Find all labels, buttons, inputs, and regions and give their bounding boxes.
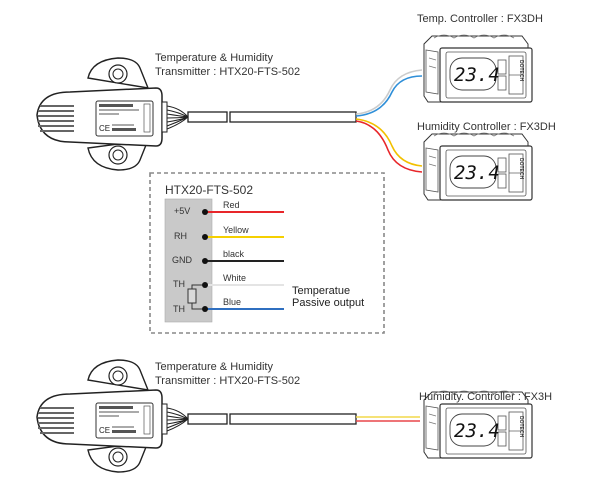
pin-label: +5V [174, 206, 191, 216]
bottom-controller-brand: DOTECH [518, 416, 524, 438]
wire-label: White [223, 273, 247, 283]
top-cable [187, 111, 357, 123]
output-note-line2: Passive output [292, 297, 365, 309]
output-note-line1: Temperatue [292, 285, 351, 297]
pin-label: TH [173, 304, 185, 314]
wire-label: Blue [223, 297, 242, 307]
humidity-controller-label: Humidity Controller : FX3DH [417, 121, 556, 133]
humidity-controller-brand: DOTECH [518, 158, 524, 180]
pin-label: TH [173, 279, 185, 289]
bottom-cable [187, 413, 357, 425]
temp-controller-display: 23.4 [454, 64, 500, 86]
top-transmitter-label-line2: Transmitter : HTX20-FTS-502 [155, 66, 301, 78]
temp-controller-brand: DOTECH [518, 60, 524, 82]
wiring-box-border [149, 172, 385, 334]
wire-label: black [223, 249, 245, 259]
bottom-humidity-controller-label: Humidity. Controller : FX3H [419, 391, 553, 403]
bottom-humidity-controller-display: 23.4 [454, 420, 500, 442]
top-transmitter-label-line1: Temperature & Humidity [155, 52, 273, 64]
wiring-box-title: HTX20-FTS-502 [165, 183, 254, 197]
humidity-controller-display: 23.4 [454, 162, 500, 184]
bottom-wires [356, 416, 420, 422]
wire-label: Red [223, 200, 240, 210]
top-wire-fanout [355, 69, 423, 173]
temp-controller-label: Temp. Controller : FX3DH [417, 13, 543, 25]
bottom-transmitter-label-line1: Temperature & Humidity [155, 361, 273, 373]
bottom-transmitter-label-line2: Transmitter : HTX20-FTS-502 [155, 375, 301, 387]
pin-label: GND [172, 255, 192, 265]
wire-label: Yellow [223, 225, 249, 235]
terminal-wires [187, 209, 284, 312]
pin-label: RH [174, 231, 187, 241]
